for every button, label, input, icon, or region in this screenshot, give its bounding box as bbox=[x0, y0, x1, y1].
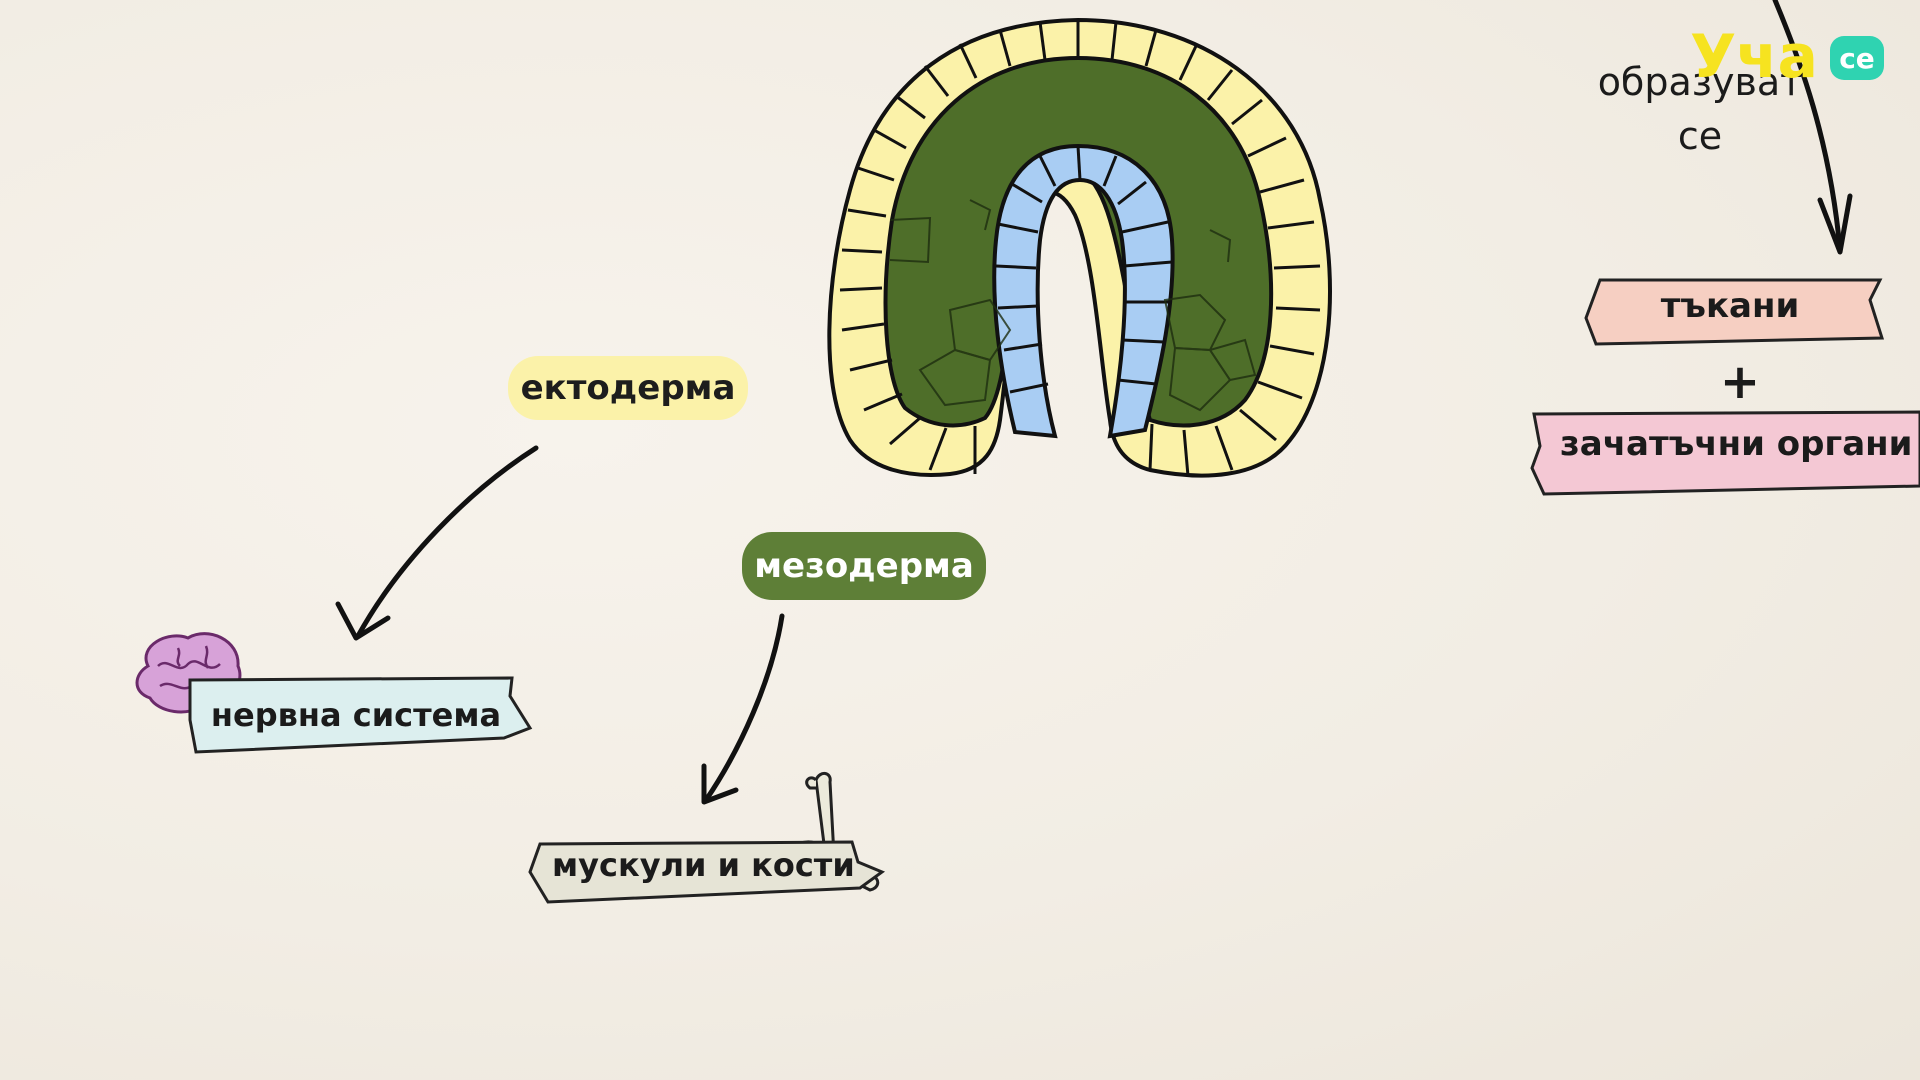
tissues-label: тъкани bbox=[1660, 286, 1800, 326]
organs-ribbon-shape bbox=[1530, 410, 1920, 496]
muscles-bones-label: мускули и кости bbox=[552, 846, 855, 884]
forms-text-line1: образуват bbox=[1597, 60, 1803, 104]
logo-main-text: Уча bbox=[1690, 22, 1818, 92]
organs-label: зачатъчни органи bbox=[1560, 424, 1913, 464]
plus-sign: + bbox=[1719, 354, 1761, 410]
nervous-system-label: нервна система bbox=[210, 696, 502, 734]
arrow-mesoderm-to-muscles bbox=[703, 613, 785, 803]
arrow-ectoderm-to-nervous bbox=[355, 445, 539, 639]
logo-badge: се bbox=[1830, 36, 1884, 80]
arrow-forms-to-tissues bbox=[1772, 0, 1843, 253]
tissues-ribbon-shape bbox=[1584, 278, 1885, 346]
brand-logo: Уча се bbox=[1690, 22, 1890, 112]
nervous-ribbon-shape bbox=[188, 676, 533, 754]
ectoderm-label: ектодерма bbox=[508, 356, 748, 420]
forms-text-line2: се bbox=[1677, 114, 1723, 158]
muscles-ribbon-shape bbox=[528, 840, 886, 904]
mesoderm-label: мезодерма bbox=[742, 532, 986, 600]
